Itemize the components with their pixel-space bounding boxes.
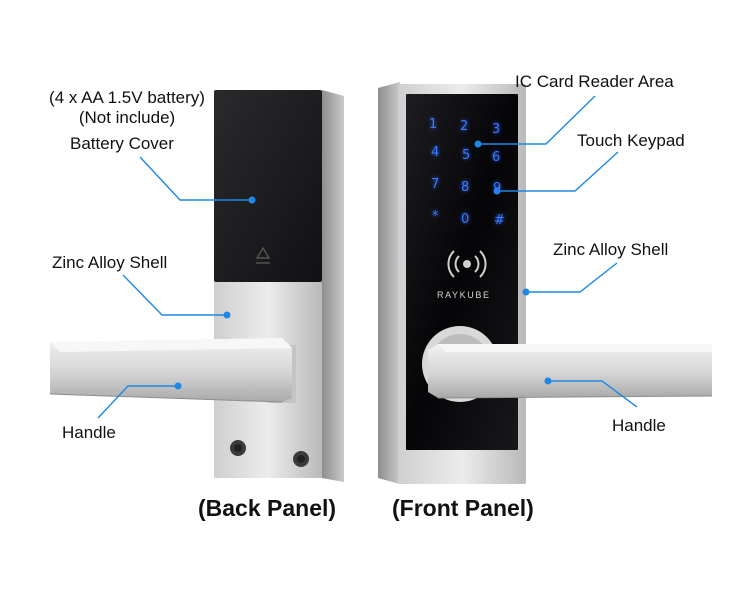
zinc-alloy-shell-front-label: Zinc Alloy Shell	[553, 240, 669, 259]
keypad-key: 8	[461, 180, 470, 195]
brand-logo: RAYKUBE	[437, 290, 491, 300]
back-panel	[49, 90, 344, 482]
keypad-key: 2	[460, 119, 469, 134]
keypad-key: 3	[492, 122, 501, 137]
eject-icon	[255, 246, 271, 264]
rfid-icon	[447, 250, 487, 278]
battery-cover	[214, 90, 322, 282]
front-panel	[378, 82, 713, 484]
ic-card-reader-label: IC Card Reader Area	[515, 72, 674, 91]
front-handle	[428, 344, 713, 399]
touch-keypad-label: Touch Keypad	[577, 131, 685, 150]
keypad-key: 9	[493, 181, 502, 196]
keypad-key: 4	[431, 145, 440, 160]
front-panel-caption: (Front Panel)	[392, 495, 534, 521]
battery-spec-label: (4 x AA 1.5V battery) (Not include)	[49, 88, 205, 127]
keypad-key: 7	[431, 177, 440, 192]
keypad-key: 6	[492, 150, 501, 165]
handle-back-label: Handle	[62, 423, 116, 442]
handle-front-label: Handle	[612, 416, 666, 435]
battery-cover-label: Battery Cover	[70, 134, 174, 153]
keypad-key: 0	[461, 212, 470, 227]
keypad-key: 5	[462, 148, 471, 163]
keypad-key: #	[494, 213, 505, 228]
keypad-key: 1	[429, 117, 438, 132]
callout-lines	[97, 95, 638, 419]
zinc-alloy-shell-back-label: Zinc Alloy Shell	[52, 253, 168, 272]
back-handle	[49, 338, 296, 403]
callout-dots	[174, 140, 552, 390]
back-panel-caption: (Back Panel)	[198, 495, 337, 521]
keypad-key: *	[432, 209, 439, 224]
